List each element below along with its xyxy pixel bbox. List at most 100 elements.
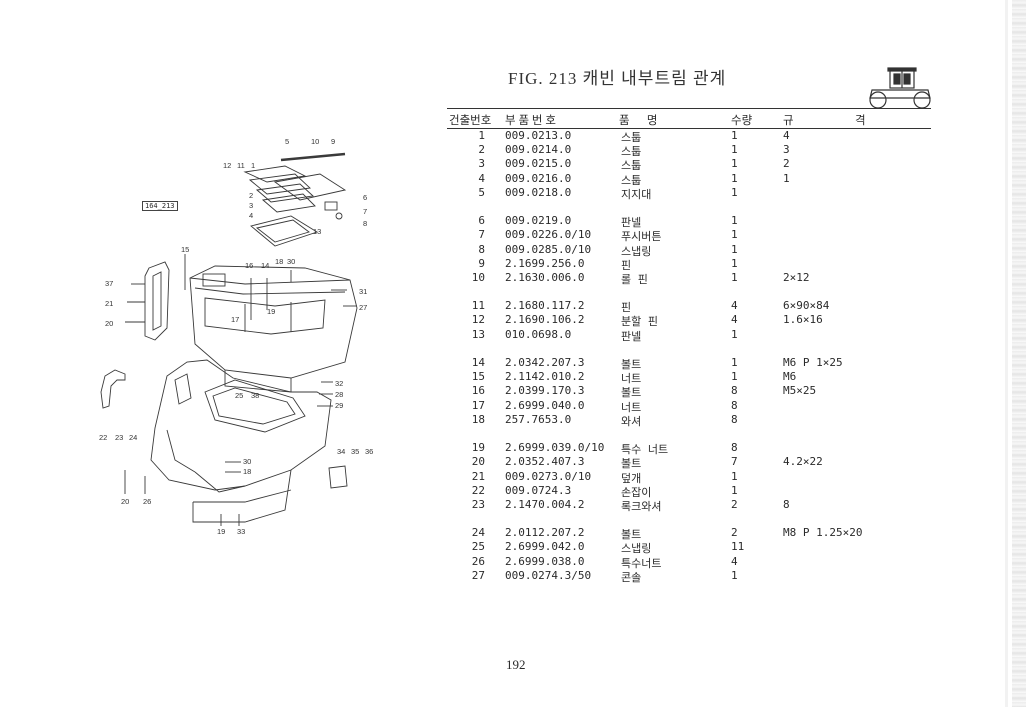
cell-qty: 4 xyxy=(731,554,738,568)
cell-name: 볼트 xyxy=(621,457,642,471)
cell-qty: 8 xyxy=(731,441,738,455)
cell-part-no: 010.0698.0 xyxy=(505,327,572,341)
header-spec-2: 격 xyxy=(855,115,866,127)
callout-8: 8 xyxy=(363,219,367,228)
cell-name: 핀 xyxy=(621,258,632,272)
group-spacer xyxy=(447,512,931,526)
callout-16: 16 xyxy=(245,261,253,270)
callout-31: 31 xyxy=(359,287,367,296)
callout-11: 11 xyxy=(237,161,245,170)
cell-name: 스툽 xyxy=(621,173,642,187)
cell-name: 너트 xyxy=(621,372,642,386)
cell-name: 스툽 xyxy=(621,159,642,173)
cell-part-no: 2.6999.039.0/10 xyxy=(505,441,605,455)
cell-part-no: 2.0399.170.3 xyxy=(505,384,585,398)
header-name: 품 명 xyxy=(619,115,658,127)
callout-19b: 19 xyxy=(217,527,225,536)
cell-part-no: 009.0216.0 xyxy=(505,171,572,185)
callout-19: 19 xyxy=(267,307,275,316)
cell-no: 3 xyxy=(478,157,485,171)
callout-6: 6 xyxy=(363,193,367,202)
cell-part-no: 009.0215.0 xyxy=(505,157,572,171)
callout-17: 17 xyxy=(231,315,239,324)
cell-part-no: 2.6999.038.0 xyxy=(505,554,585,568)
group-spacer xyxy=(447,200,931,214)
callout-26: 26 xyxy=(143,497,151,506)
cell-qty: 1 xyxy=(731,270,738,284)
callout-12: 12 xyxy=(223,161,231,170)
cell-name: 와셔 xyxy=(621,414,642,428)
group-spacer xyxy=(447,342,931,356)
cell-name: 콘솔 xyxy=(621,570,642,584)
cell-qty: 1 xyxy=(731,356,738,369)
cell-name: 볼트 xyxy=(621,386,642,400)
cell-name: 핀 xyxy=(621,301,632,315)
cell-qty: 1 xyxy=(731,568,738,582)
callout-15: 15 xyxy=(181,245,189,254)
callout-20: 20 xyxy=(105,319,113,328)
cell-part-no: 009.0226.0/10 xyxy=(505,228,592,242)
cell-qty: 1 xyxy=(731,469,738,483)
cell-part-no: 009.0285.0/10 xyxy=(505,242,592,256)
cell-no: 15 xyxy=(471,370,485,384)
cell-spec: 8 xyxy=(783,497,790,511)
cell-part-no: 2.0342.207.3 xyxy=(505,356,585,369)
callout-9: 9 xyxy=(331,137,335,146)
cell-qty: 1 xyxy=(731,214,738,228)
callout-18b: 18 xyxy=(243,467,251,476)
cell-name: 스냅링 xyxy=(621,542,652,556)
callout-28: 28 xyxy=(335,390,343,399)
scan-edge-noise xyxy=(1012,0,1026,707)
cell-qty: 1 xyxy=(731,327,738,341)
cell-no: 9 xyxy=(478,256,485,270)
cell-spec: M6 xyxy=(783,370,797,384)
callout-30b: 30 xyxy=(243,457,251,466)
cell-spec: 2×12 xyxy=(783,270,810,284)
cell-no: 2 xyxy=(478,143,485,157)
cell-part-no: 009.0213.0 xyxy=(505,129,572,142)
cell-name: 판넬 xyxy=(621,329,642,343)
cell-part-no: 2.1699.256.0 xyxy=(505,256,585,270)
cell-qty: 2 xyxy=(731,497,738,511)
cell-name: 롤 핀 xyxy=(621,272,648,286)
callout-32: 32 xyxy=(335,379,343,388)
cell-no: 12 xyxy=(471,313,485,327)
cell-qty: 1 xyxy=(731,483,738,497)
callout-29: 29 xyxy=(335,401,343,410)
cell-no: 24 xyxy=(471,526,485,540)
cell-part-no: 009.0214.0 xyxy=(505,143,572,157)
callout-1: 1 xyxy=(251,161,255,170)
cell-no: 20 xyxy=(471,455,485,469)
cell-name: 볼트 xyxy=(621,358,642,371)
cell-no: 25 xyxy=(471,540,485,554)
tractor-icon xyxy=(869,67,931,109)
cell-no: 14 xyxy=(471,356,485,369)
cell-no: 21 xyxy=(471,469,485,483)
page-number: 192 xyxy=(506,657,526,672)
cell-no: 7 xyxy=(478,228,485,242)
header-qty: 수량 xyxy=(731,115,753,127)
cell-no: 23 xyxy=(471,497,485,511)
cell-qty: 11 xyxy=(731,540,745,554)
cell-no: 16 xyxy=(471,384,485,398)
cell-spec: M5×25 xyxy=(783,384,817,398)
callout-30: 30 xyxy=(287,257,295,266)
cell-qty: 1 xyxy=(731,129,738,142)
cell-name: 스툽 xyxy=(621,145,642,159)
cell-qty: 1 xyxy=(731,143,738,157)
cell-spec: 6×90×84 xyxy=(783,299,830,313)
